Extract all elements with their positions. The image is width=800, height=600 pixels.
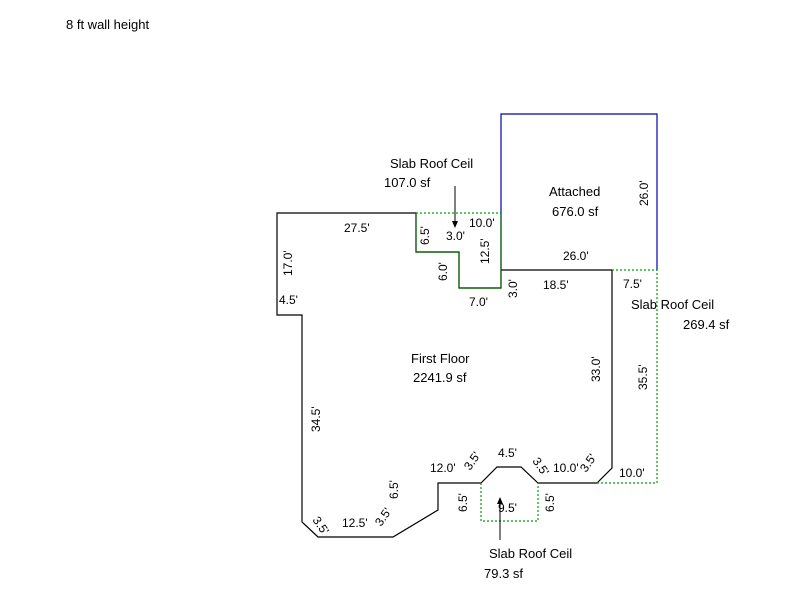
wall-height-label: 8 ft wall height — [66, 17, 149, 32]
dim-label: 3.0' — [446, 229, 465, 243]
slab-bottom-arrow — [497, 497, 503, 540]
dim-label: 10.0' — [619, 466, 645, 480]
dim-label: 7.0' — [469, 295, 488, 309]
dim-label: 9.5' — [498, 501, 517, 515]
dim-label: 3.5' — [372, 505, 394, 529]
slab-top-area: 107.0 sf — [384, 175, 431, 190]
dim-label: 18.5' — [543, 278, 569, 292]
dim-label: 10.0' — [469, 216, 495, 230]
dim-label: 6.5' — [418, 226, 432, 245]
attached-name: Attached — [549, 184, 600, 199]
dim-label: 4.5' — [498, 446, 517, 460]
dim-label: 3.5' — [310, 514, 332, 538]
first-floor-area: 2241.9 sf — [413, 370, 467, 385]
slab-top-arrow — [452, 186, 458, 228]
dim-label: 7.5' — [623, 277, 642, 291]
slab-bottom-outline — [480, 483, 539, 522]
dim-label: 3.5' — [530, 455, 552, 479]
dim-label: 6.0' — [436, 262, 450, 281]
dim-label: 34.5' — [309, 406, 323, 432]
slab-right-name: Slab Roof Ceil — [631, 297, 714, 312]
dim-label: 3.5' — [461, 449, 483, 473]
first-floor-name: First Floor — [411, 351, 470, 366]
dim-label: 12.0' — [430, 461, 456, 475]
dim-label: 27.5' — [344, 221, 370, 235]
slab-right-area: 269.4 sf — [683, 317, 730, 332]
dim-label: 6.5' — [387, 480, 401, 499]
dim-label: 12.5' — [342, 516, 368, 530]
slab-right-outline — [597, 269, 658, 484]
dim-label: 33.0' — [589, 356, 603, 382]
slab-top-name: Slab Roof Ceil — [390, 156, 473, 171]
dim-label: 6.5' — [543, 493, 557, 512]
dim-label: 17.0' — [281, 250, 295, 276]
notch-outline — [415, 213, 502, 289]
dim-label: 26.0' — [637, 180, 651, 206]
attached-outline — [500, 113, 658, 270]
dim-label: 12.5' — [478, 238, 492, 264]
dim-label: 26.0' — [563, 249, 589, 263]
dim-label: 10.0' — [553, 461, 579, 475]
slab-bottom-area: 79.3 sf — [484, 566, 523, 581]
attached-area: 676.0 sf — [552, 204, 599, 219]
dim-label: 3.5' — [577, 451, 599, 475]
dim-label: 3.0' — [506, 279, 520, 298]
slab-bottom-name: Slab Roof Ceil — [489, 546, 572, 561]
dim-label: 35.5' — [636, 364, 650, 390]
dim-label: 4.5' — [279, 293, 298, 307]
dim-label: 6.5' — [456, 493, 470, 512]
